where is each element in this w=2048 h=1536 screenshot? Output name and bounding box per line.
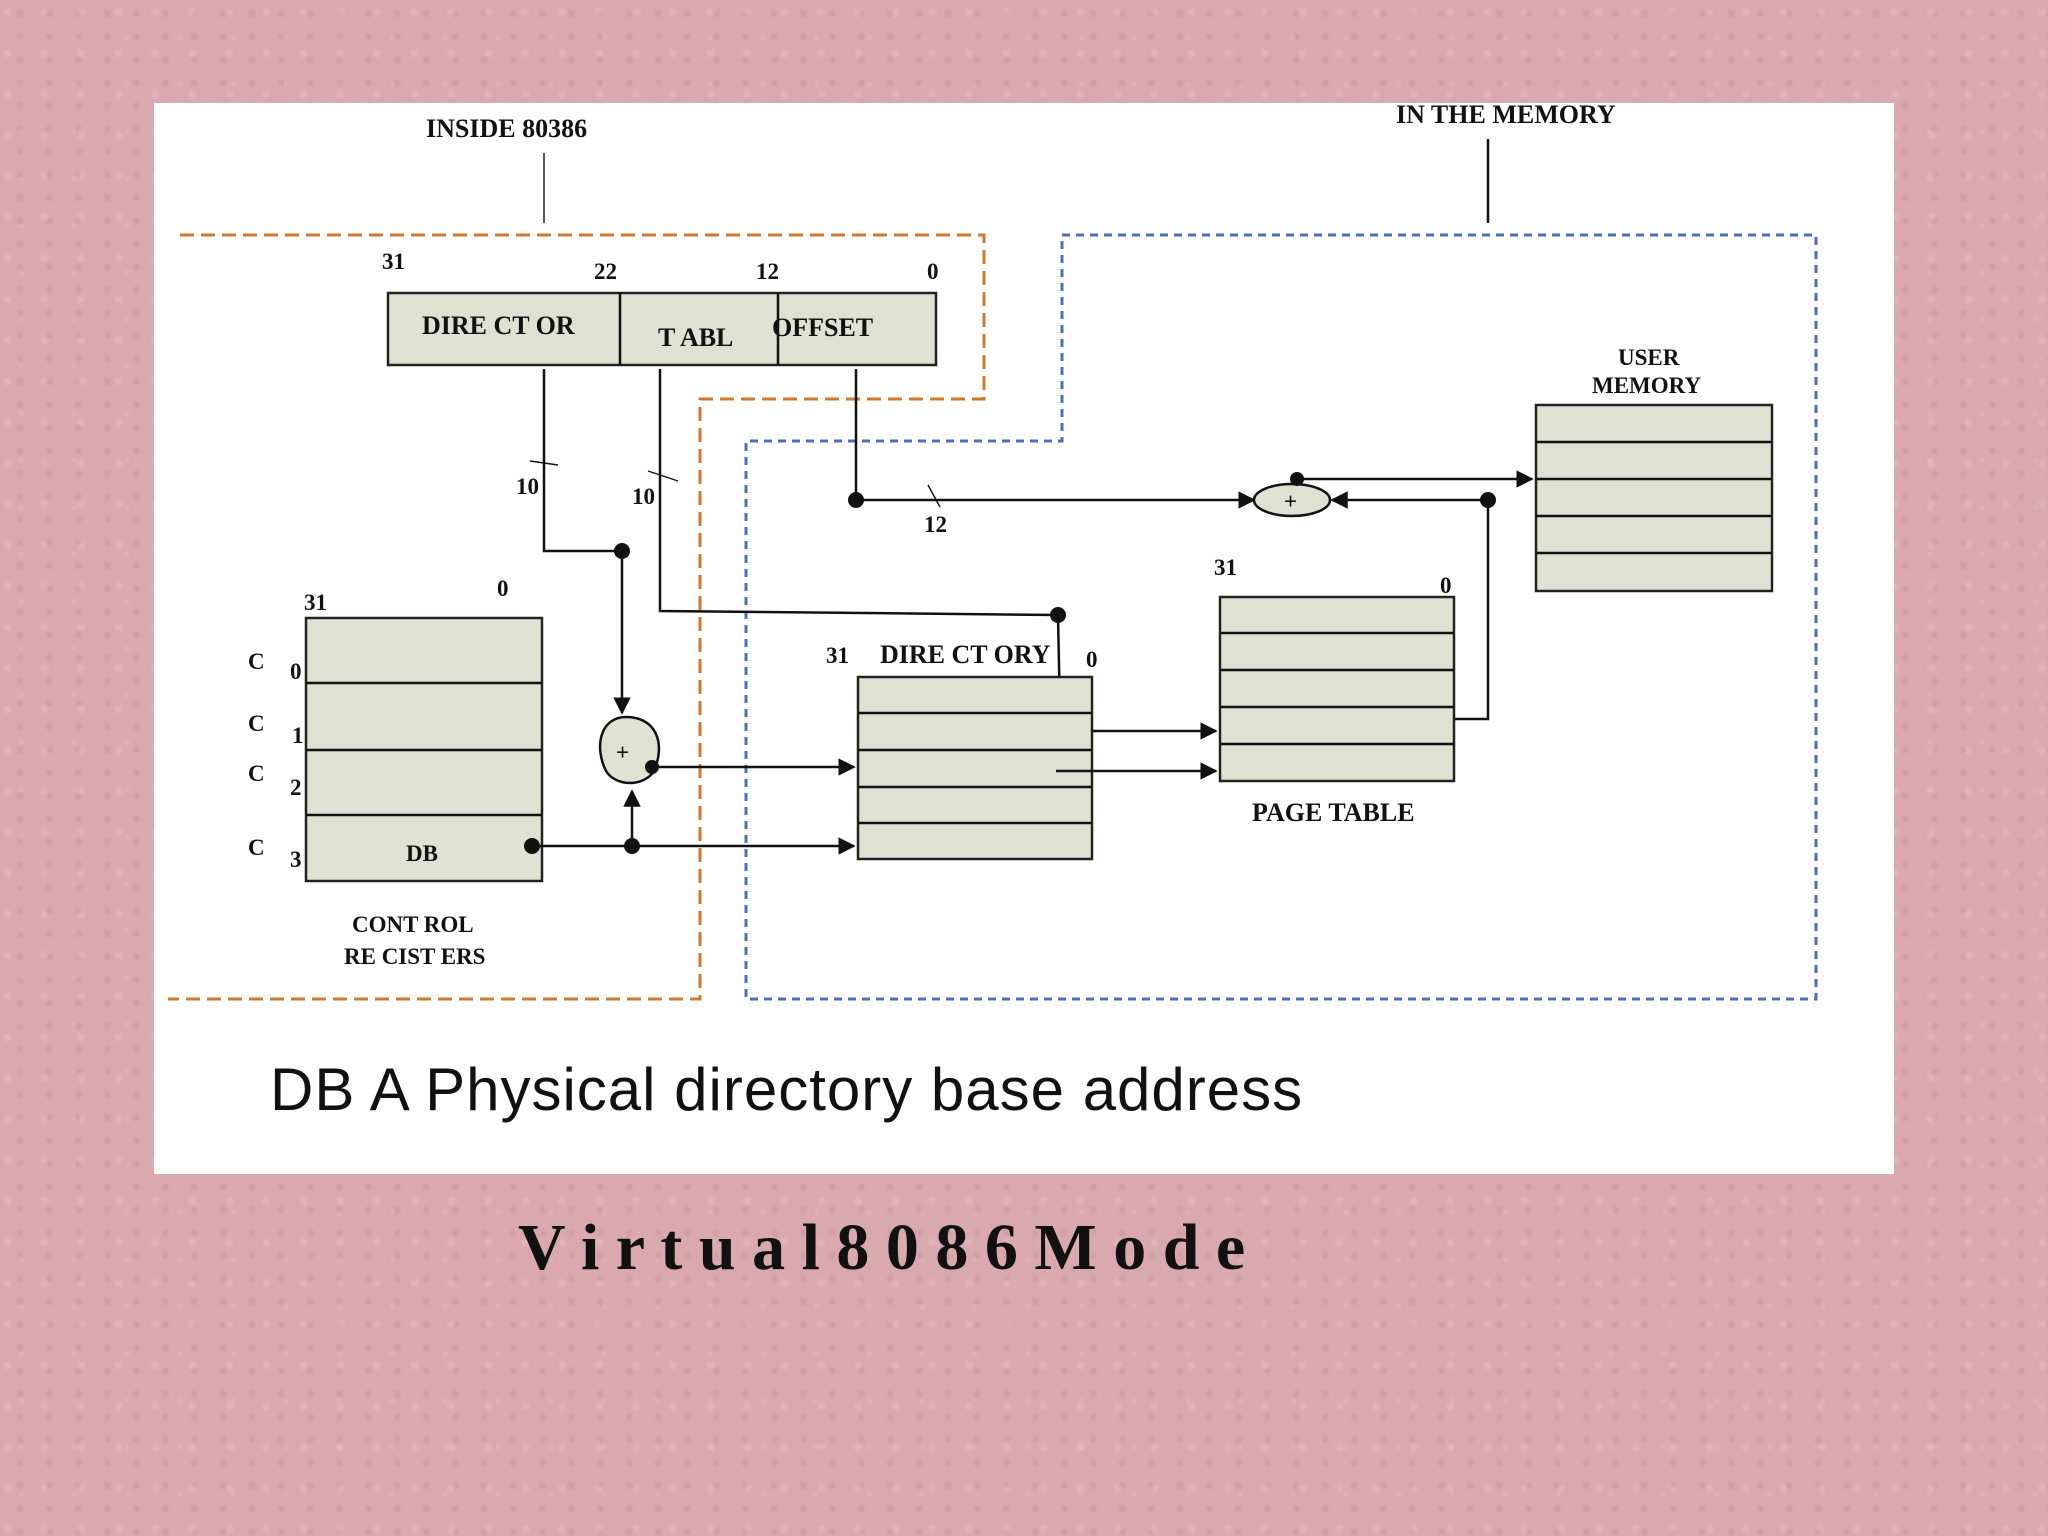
bit-0-label: 0 [927,259,939,284]
cr-c1: C [248,711,265,736]
w10b-label: 10 [632,484,655,509]
w10a-label: 10 [516,474,539,499]
diagram-caption: DB A Physical directory base address [270,1056,1304,1123]
cr-c0: C [248,649,265,674]
cr-c2-num: 2 [290,775,302,800]
user-memory-block [1534,403,1774,593]
w10a-tick [529,460,559,466]
db-label: DB [406,841,438,866]
directory-field-label: DIRE CT OR [422,311,575,340]
final-adder [1252,482,1332,518]
directory-label: DIRE CT ORY [880,640,1051,669]
directory-block [856,675,1094,861]
linear-address-register [386,291,938,367]
directory-31: 31 [826,643,849,668]
page-table-block [1218,595,1456,783]
directory-adder [598,715,661,785]
paging-diagram: INSIDE 80386 IN THE MEMORY 31 22 12 0 DI… [168,103,1818,1001]
table-wire [658,369,1059,617]
control-label-2: RE CIST ERS [344,944,485,969]
final-adder-plus: + [1284,489,1297,514]
memory-boundary [744,233,1818,1001]
cr-c1-num: 1 [292,723,304,748]
user-memory-label-1: USER [1618,345,1680,370]
w12-tick [927,484,941,508]
directory-0: 0 [1086,647,1098,672]
table-field-label: T ABL [658,323,733,352]
directory-wire [542,369,622,553]
page-table-31: 31 [1214,555,1237,580]
directory-adder-plus: + [616,740,629,765]
control-label-1: CONT ROL [352,912,474,937]
page-table-label: PAGE TABLE [1252,798,1415,827]
cr-c2: C [248,761,265,786]
cr-c0-num: 0 [290,659,302,684]
user-memory-label-2: MEMORY [1592,373,1701,398]
page-table-return [1454,500,1490,721]
w12-label: 12 [924,512,947,537]
w10b-tick [647,470,679,482]
bit-22-label: 22 [594,259,617,284]
cr-c3: C [248,835,265,860]
offset-field-label: OFFSET [772,313,873,342]
inside-80386-label: INSIDE 80386 [426,114,587,143]
inside-80386-boundary [168,233,986,1001]
diagram-panel: INSIDE 80386 IN THE MEMORY 31 22 12 0 DI… [154,103,1894,1174]
cr-c3-num: 3 [290,847,302,872]
junction-dot-2 [1050,607,1066,623]
bit-31-label: 31 [382,249,405,274]
in-the-memory-label: IN THE MEMORY [1396,103,1616,129]
page-table-0: 0 [1440,573,1452,598]
cr-31: 31 [304,590,327,615]
bit-12-label: 12 [756,259,779,284]
cr-0: 0 [497,576,509,601]
slide-title: V i r t u a l 8 0 8 6 M o d e [518,1211,1246,1284]
